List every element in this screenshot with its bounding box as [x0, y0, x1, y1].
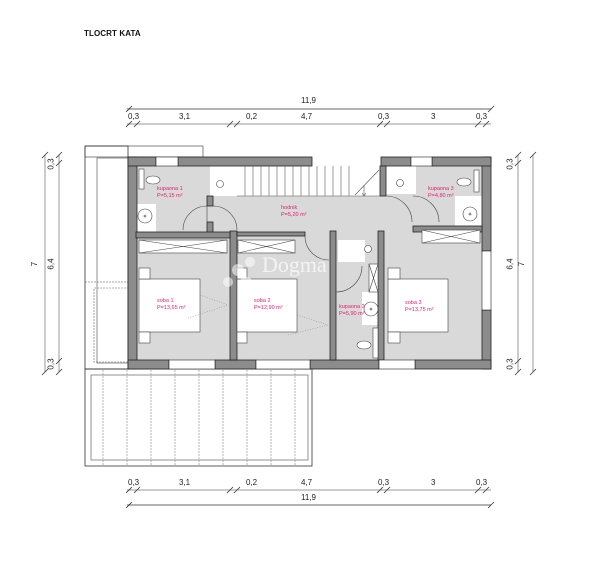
windows: [155, 156, 492, 370]
left-dim-seg-2: 6,4: [46, 258, 56, 270]
room-name: soba 1: [157, 298, 174, 304]
room-name: soba 3: [405, 300, 422, 306]
beds: [138, 267, 449, 344]
room-area: P=13,75 m²: [405, 307, 434, 314]
top-dim-total: 11,9: [301, 96, 316, 105]
lower-terrace: [84, 368, 313, 467]
plan-title: TLOCRT KATA: [84, 29, 141, 38]
left-dim-total: 7: [30, 261, 40, 267]
room-name: soba 2: [254, 298, 271, 304]
room-label-kupaona-3: kupaona 3 P=4,80 m²: [428, 186, 454, 201]
room-label-kupaona-2: kupaona 2 P=5,90 m²: [339, 304, 365, 319]
shower-2: [338, 240, 365, 262]
bottom-dimension-lines: [125, 486, 495, 509]
room-area: P=5,90 m²: [339, 311, 365, 318]
right-dim-seg-2: 6,4: [505, 258, 515, 270]
room-label-kupaona-1: kupaona 1 P=5,15 m²: [157, 186, 183, 201]
watermark-logo: [223, 257, 255, 291]
right-dimension-lines: [514, 151, 537, 376]
right-dim-seg-1: 0,3: [505, 158, 515, 170]
room-label-soba-3: soba 3 P=13,75 m²: [405, 300, 434, 315]
room-area: P=5,20 m²: [281, 212, 307, 219]
bottom-dim-seg-5: 0,3: [378, 478, 390, 487]
shower-1: [210, 166, 237, 196]
wardrobes: [138, 229, 481, 293]
top-dim-seg-5: 0,3: [378, 112, 390, 121]
top-dim-seg-4: 4,7: [301, 112, 313, 121]
bottom-dim-seg-7: 0,3: [476, 478, 488, 487]
room-name: kupaona 3: [428, 186, 454, 192]
room-area: P=5,15 m²: [157, 193, 183, 200]
left-dim-seg-1: 0,3: [46, 158, 56, 170]
left-dimension-lines: [41, 151, 63, 376]
right-dim-seg-3: 0,3: [505, 358, 515, 370]
room-area: P=12,90 m²: [254, 305, 283, 312]
bottom-dim-seg-1: 0,3: [128, 478, 140, 487]
bottom-dim-seg-3: 0,2: [246, 478, 258, 487]
left-dim-seg-3: 0,3: [46, 358, 56, 370]
top-dim-seg-6: 3: [431, 112, 436, 121]
doors: [182, 195, 440, 293]
walls: [127, 156, 492, 370]
stairs: [237, 166, 380, 197]
right-dim-total: 7: [517, 261, 527, 267]
bottom-dim-seg-4: 4,7: [301, 478, 313, 487]
bottom-dim-seg-6: 3: [431, 478, 436, 487]
watermark-text: Dogma: [262, 252, 327, 277]
room-label-soba-1: soba 1 P=13,65 m²: [157, 298, 186, 313]
room-name: kupaona 2: [339, 304, 365, 310]
top-dim-seg-2: 3,1: [179, 112, 191, 121]
room-area: P=13,65 m²: [157, 305, 186, 312]
room-label-hodnik: hodnik P=5,20 m²: [281, 205, 307, 220]
room-area: P=4,80 m²: [428, 193, 454, 200]
room-name: kupaona 1: [157, 186, 183, 192]
top-dim-seg-1: 0,3: [128, 112, 140, 121]
bottom-dim-seg-2: 3,1: [179, 478, 191, 487]
fixtures: [137, 168, 480, 359]
top-dim-seg-3: 0,2: [246, 112, 258, 121]
bottom-dim-total: 11,9: [301, 493, 316, 502]
room-name: hodnik: [281, 205, 298, 211]
top-dim-seg-7: 0,3: [476, 112, 488, 121]
top-dimension-lines: [125, 105, 495, 128]
room-label-soba-2: soba 2 P=12,90 m²: [254, 298, 283, 313]
